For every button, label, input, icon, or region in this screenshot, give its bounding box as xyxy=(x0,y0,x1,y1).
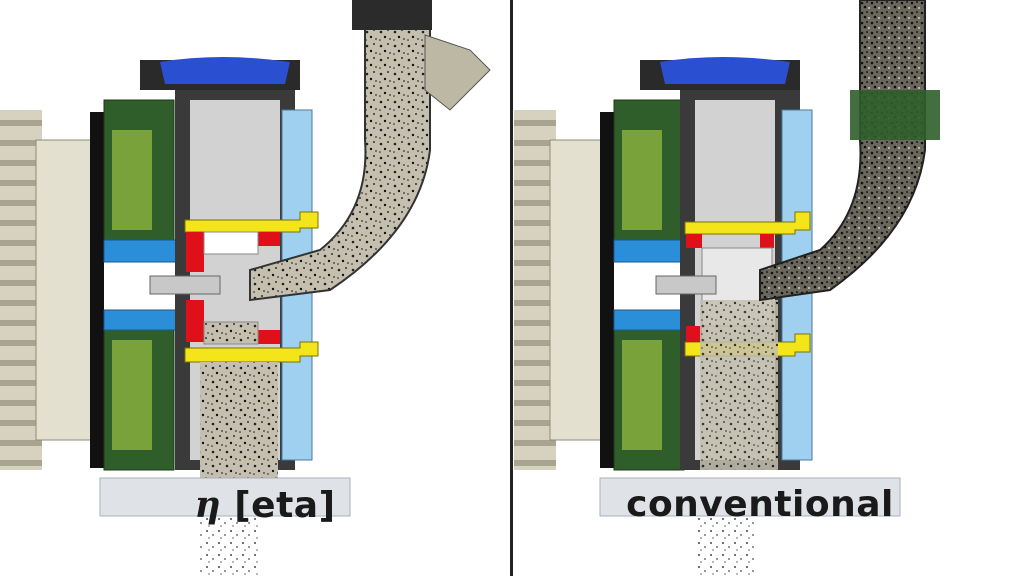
inlet-hose xyxy=(249,0,431,302)
gear xyxy=(0,110,42,470)
inner-green-top xyxy=(112,130,152,230)
gear xyxy=(514,110,556,470)
blue-cap-insert xyxy=(660,57,790,84)
powder-outlet xyxy=(695,510,755,576)
conventional-mechanism xyxy=(514,0,940,576)
yellow-bracket-top xyxy=(684,211,811,235)
rotor-pocket-bottom xyxy=(203,321,259,345)
red-valve-bottom xyxy=(686,326,702,342)
flange-plate xyxy=(600,112,614,468)
shaft xyxy=(149,275,221,295)
powder-column xyxy=(700,300,778,470)
red-seal-top xyxy=(258,232,280,246)
shaft xyxy=(655,275,717,295)
conventional-panel-label: conventional xyxy=(626,484,894,525)
inner-green-bottom xyxy=(112,340,152,450)
inner-green-top xyxy=(622,130,662,230)
hose-cuff xyxy=(352,0,432,30)
rotor-pocket-top xyxy=(203,231,259,255)
hose-branch xyxy=(424,34,491,111)
red-seal-top xyxy=(760,234,774,248)
base-flange xyxy=(599,477,901,517)
eta-mechanism xyxy=(0,0,491,576)
blue-cap-insert xyxy=(160,57,290,84)
flange-plate xyxy=(90,112,104,468)
powder-outlet xyxy=(200,510,260,576)
gear-hub xyxy=(35,139,97,441)
red-valve-top xyxy=(186,232,204,272)
eta-text: [eta] xyxy=(234,485,336,526)
base-flange xyxy=(99,477,351,517)
red-seal-bottom xyxy=(258,330,280,344)
red-valve-bottom xyxy=(186,300,204,342)
panel-divider xyxy=(510,0,513,576)
inlet-hose xyxy=(759,0,926,302)
powder-column xyxy=(200,362,278,480)
eta-symbol: η xyxy=(194,484,222,526)
eta-panel-label: η [eta] xyxy=(150,484,380,526)
red-valve-top xyxy=(686,234,702,248)
hose-cuff xyxy=(850,90,940,140)
inner-green-bottom xyxy=(622,340,662,450)
